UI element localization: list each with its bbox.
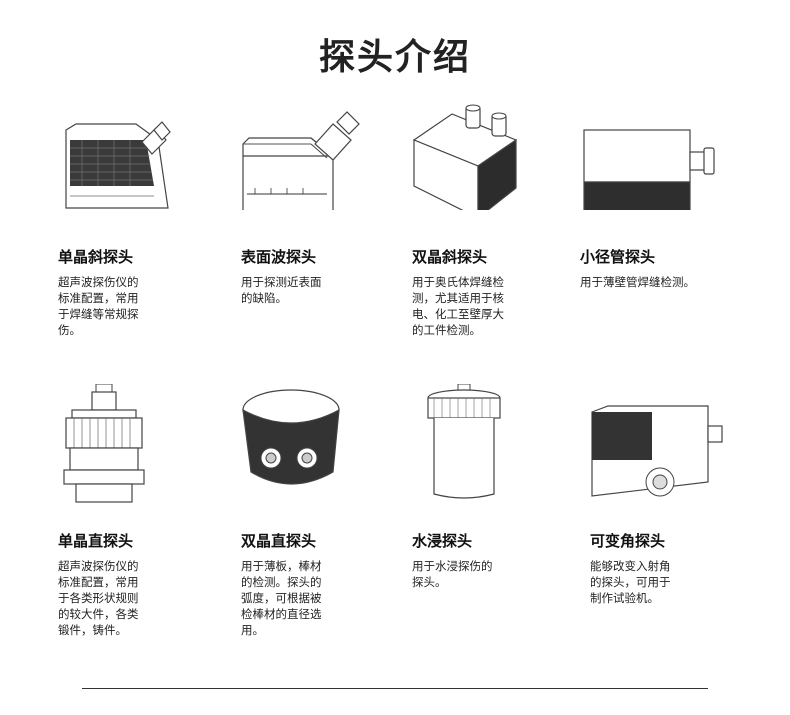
probe-description: 超声波探伤仪的 标准配置，常用 于各类形状规则 的较大件，各类 锻件，铸件。 [58,559,139,637]
immersion-probe-icon [412,384,552,506]
page-title: 探头介绍 [318,37,471,78]
dual-angle-probe-icon [412,100,552,210]
probe-name: 双晶斜探头 [412,248,488,266]
small-pipe-probe-icon [580,100,720,210]
probe-name: 小径管探头 [580,248,656,266]
angle-probe-icon [58,100,198,210]
probe-description: 用于探测近表面 的缺陷。 [241,275,322,305]
probe-description: 用于薄壁管焊缝检测。 [580,275,695,289]
probe-name: 双晶直探头 [241,532,317,550]
bottom-divider [82,688,708,689]
probe-name: 表面波探头 [241,248,317,266]
probe-description: 用于奥氏体焊缝检 测，尤其适用于核 电、化工至壁厚大 的工件检测。 [412,275,504,337]
probe-name: 水浸探头 [412,532,473,550]
probe-description: 用于薄板，棒材 的检测。探头的 弧度，可根据被 检棒材的直径选 用。 [241,559,322,637]
probe-name: 可变角探头 [590,532,666,550]
dual-straight-probe-icon [241,384,381,506]
probe-description: 用于水浸探伤的 探头。 [412,559,493,589]
probe-name: 单晶斜探头 [58,248,134,266]
probe-description: 能够改变入射角 的探头，可用于 制作试验机。 [590,559,671,605]
probe-name: 单晶直探头 [58,532,134,550]
probe-description: 超声波探伤仪的 标准配置，常用 于焊缝等常规探 伤。 [58,275,139,337]
surface-wave-probe-icon [241,100,381,210]
straight-probe-icon [58,384,198,506]
variable-angle-probe-icon [590,384,730,506]
